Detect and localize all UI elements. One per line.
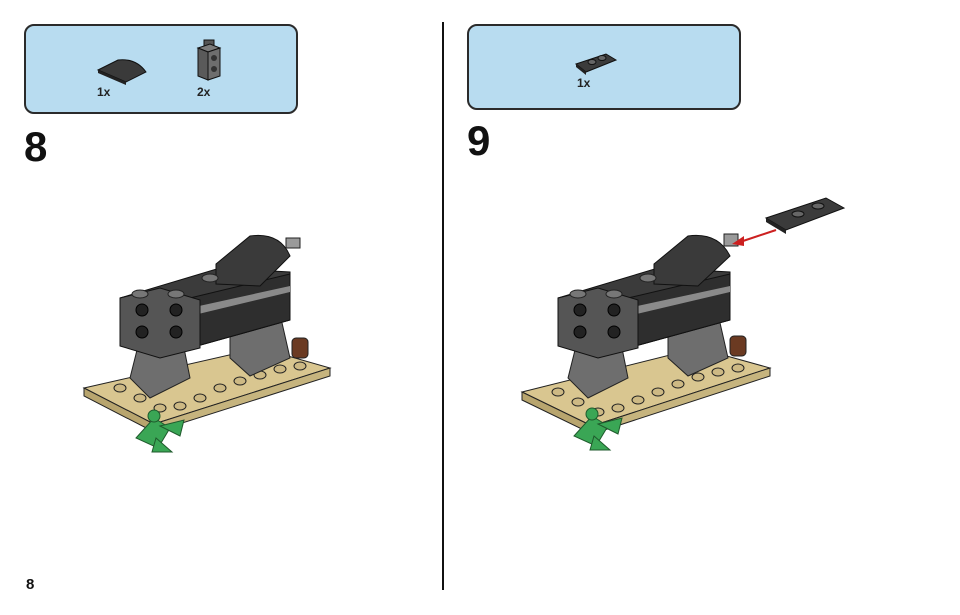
step-number-8: 8 <box>24 123 48 170</box>
model-illustration-step-9 <box>520 197 846 451</box>
page-number: 8 <box>26 576 35 593</box>
step-number-9: 9 <box>467 117 491 164</box>
plate-with-clip-icon <box>574 53 618 75</box>
parts-callout-step-8 <box>24 24 298 114</box>
curved-slope-dark-gray-icon <box>96 59 147 85</box>
part-qty-step9-1: 1x <box>577 76 591 90</box>
model-illustration-step-8 <box>82 234 332 453</box>
brick-1x1-studs-side-icon <box>196 39 222 81</box>
page-divider <box>442 22 444 590</box>
part-qty-step8-2: 2x <box>197 85 211 99</box>
parts-callout-step-9 <box>467 24 741 110</box>
part-qty-step8-1: 1x <box>97 85 111 99</box>
